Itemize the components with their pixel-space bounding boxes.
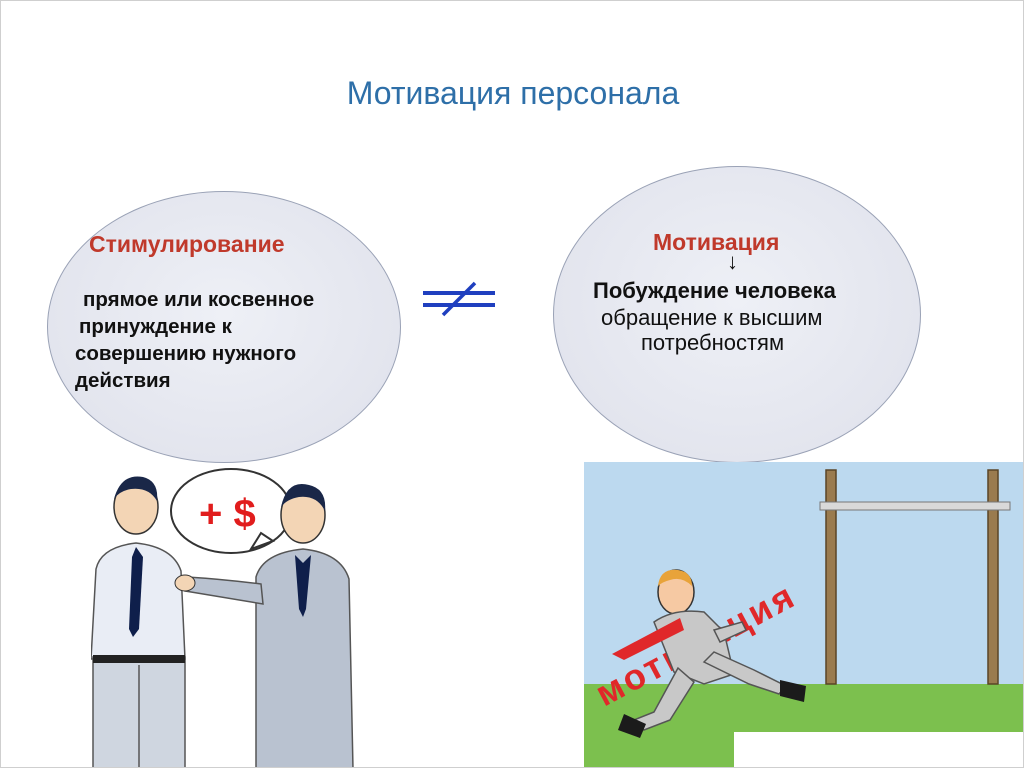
running-man-illustration: мотивация bbox=[584, 462, 1023, 767]
businessmen-illustration: + $ bbox=[91, 468, 354, 767]
man-right bbox=[174, 483, 354, 767]
concept-text-line: обращение к высшим bbox=[601, 305, 823, 330]
concept-ellipse-stimulation bbox=[47, 191, 401, 463]
concept-text-bold: Побуждение человека bbox=[593, 278, 836, 303]
goalposts bbox=[819, 469, 1011, 685]
concept-heading-stimulation: Стимулирование bbox=[89, 231, 285, 257]
arrow-down-icon: ↓ bbox=[727, 249, 738, 274]
concept-text-line: принуждение к bbox=[79, 315, 232, 338]
concept-text-line: потребностям bbox=[641, 330, 785, 355]
bubble-text: + $ bbox=[199, 492, 256, 536]
man-left bbox=[91, 476, 186, 767]
concept-heading-motivation: Мотивация bbox=[653, 229, 780, 255]
concept-text-line: прямое или косвенное bbox=[83, 288, 315, 311]
runner bbox=[612, 569, 806, 738]
concept-text-line: действия bbox=[75, 369, 171, 392]
slide-title: Мотивация персонала bbox=[346, 75, 680, 111]
concept-text-line: совершению нужного bbox=[75, 342, 297, 365]
not-equal-icon bbox=[423, 281, 495, 317]
